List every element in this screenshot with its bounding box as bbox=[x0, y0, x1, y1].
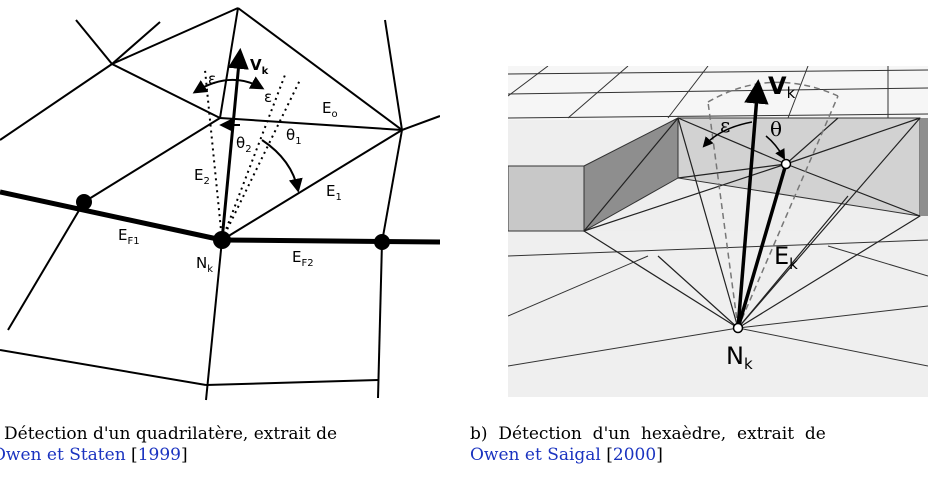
label-theta2: θ2 bbox=[236, 134, 252, 155]
label-eps: ε bbox=[720, 113, 730, 137]
epsilon-cone bbox=[204, 69, 301, 241]
figure-a-quad-mesh: Vk ε ε Eo θ2 θ1 E2 E1 EF1 Nk EF2 bbox=[0, 7, 440, 401]
label-nk: Nk bbox=[726, 342, 753, 373]
mesh-nodes bbox=[76, 194, 390, 250]
epsilon-arc bbox=[702, 121, 753, 148]
node-nk bbox=[732, 322, 744, 334]
label-theta: θ bbox=[770, 117, 782, 141]
label-ef2: EF2 bbox=[292, 248, 314, 269]
citation-b-authors[interactable]: Owen et Saigal bbox=[470, 445, 601, 465]
caption-b-text: b) Détection d'un hexaèdre, extrait de bbox=[470, 424, 826, 444]
figure-b-caption: b) Détection d'un hexaèdre, extrait de O… bbox=[470, 424, 826, 465]
tetra-edges bbox=[583, 117, 921, 329]
left-block-face bbox=[508, 165, 585, 232]
label-e1: E1 bbox=[326, 182, 342, 203]
theta1-arc bbox=[261, 139, 303, 193]
epsilon-arc bbox=[192, 76, 265, 94]
vk-vector bbox=[736, 79, 769, 329]
right-block-side bbox=[920, 118, 928, 216]
label-vk: Vk bbox=[768, 72, 796, 102]
citation-a-authors[interactable]: Owen et Staten bbox=[0, 445, 126, 465]
label-e2: E2 bbox=[194, 166, 210, 187]
figure-a-caption: ) Détection d'un quadrilatère, extrait d… bbox=[0, 424, 442, 466]
node-left bbox=[76, 194, 92, 210]
boundary-front-edges bbox=[0, 189, 440, 245]
citation-b-year[interactable]: 2000 bbox=[612, 445, 657, 465]
theta-arc bbox=[765, 135, 786, 160]
caption-a-text: ) Détection d'un quadrilatère, extrait d… bbox=[0, 424, 338, 444]
citation-a-year[interactable]: 1999 bbox=[137, 445, 181, 465]
mesh-edges bbox=[0, 7, 440, 401]
label-ek: Ek bbox=[774, 242, 798, 273]
label-eps-right: ε bbox=[264, 88, 272, 106]
label-ef1: EF1 bbox=[118, 226, 140, 247]
label-theta1: θ1 bbox=[286, 126, 302, 147]
label-vk: Vk bbox=[250, 56, 269, 77]
label-eps-left: ε bbox=[208, 70, 216, 88]
grid-lines bbox=[508, 66, 928, 367]
label-e0: Eo bbox=[322, 99, 338, 120]
node-nk bbox=[213, 231, 231, 249]
node-right bbox=[374, 234, 390, 250]
ek-edge bbox=[736, 163, 788, 329]
figure-b-hex-mesh: Vk ε θ Ek Nk bbox=[508, 66, 928, 397]
label-nk: Nk bbox=[196, 254, 213, 275]
node-top bbox=[780, 158, 792, 170]
cone-dashes bbox=[707, 81, 839, 329]
